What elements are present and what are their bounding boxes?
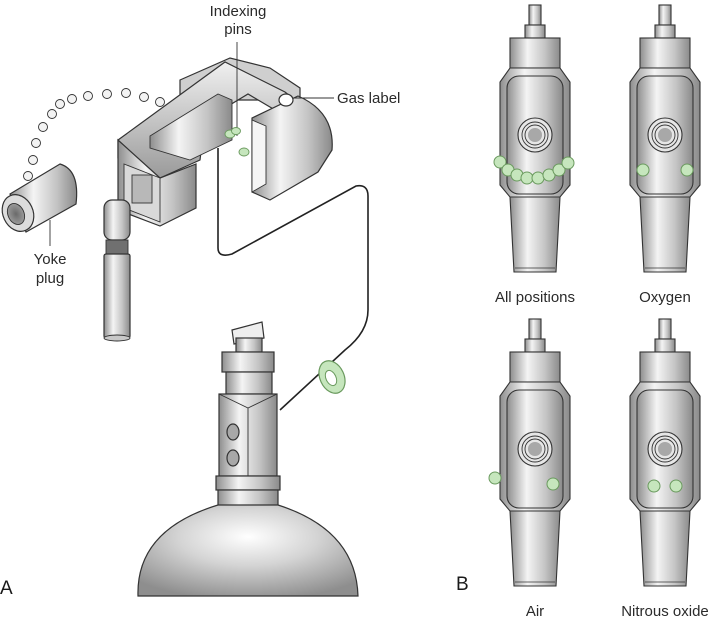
valve-caption: Oxygen — [639, 289, 691, 306]
t-handle-screw — [103, 199, 131, 342]
index-pin-holes — [488, 471, 560, 491]
sealing-washer — [318, 360, 346, 394]
valve-caption: All positions — [495, 289, 575, 306]
index-pin — [680, 163, 694, 177]
valve-air — [488, 318, 571, 587]
indexing-pins — [224, 127, 250, 157]
valve-caption: Air — [526, 603, 544, 620]
index-pin — [552, 163, 566, 177]
yoke-plug-chain — [23, 88, 165, 181]
yoke-plug-label-line1: Yoke — [34, 251, 67, 268]
index-pin — [561, 156, 575, 170]
indexing-pins-label-line1: Indexing — [210, 3, 267, 20]
index-pin — [520, 171, 534, 185]
index-pin-holes — [493, 155, 575, 185]
yoke-plug-label-line2: plug — [36, 270, 64, 287]
index-pin — [493, 155, 507, 169]
valve-all-positions — [493, 4, 575, 273]
panel-a: Yoke plug Indexing pins Gas label — [0, 3, 400, 599]
index-pin-holes — [636, 163, 694, 177]
index-pin — [546, 477, 560, 491]
index-pin — [669, 479, 683, 493]
index-pin — [636, 163, 650, 177]
washer-wire — [217, 148, 369, 411]
valve-oxygen — [629, 4, 701, 273]
yoke — [117, 42, 334, 227]
gas-cylinder — [137, 504, 359, 597]
index-pin — [647, 479, 661, 493]
panel-a-label: A — [0, 578, 13, 599]
index-pin-holes — [647, 479, 683, 493]
index-pin — [488, 471, 502, 485]
panel-b-label: B — [456, 574, 469, 595]
index-pin — [531, 171, 545, 185]
cylinder-valve — [215, 321, 281, 521]
valve-nitrous-oxide — [629, 318, 701, 587]
indexing-pins-label-line2: pins — [224, 21, 252, 38]
yoke-plug — [1, 163, 78, 246]
panel-b — [488, 4, 701, 587]
gas-label-callout: Gas label — [337, 90, 400, 107]
valve-caption: Nitrous oxide — [621, 603, 709, 620]
